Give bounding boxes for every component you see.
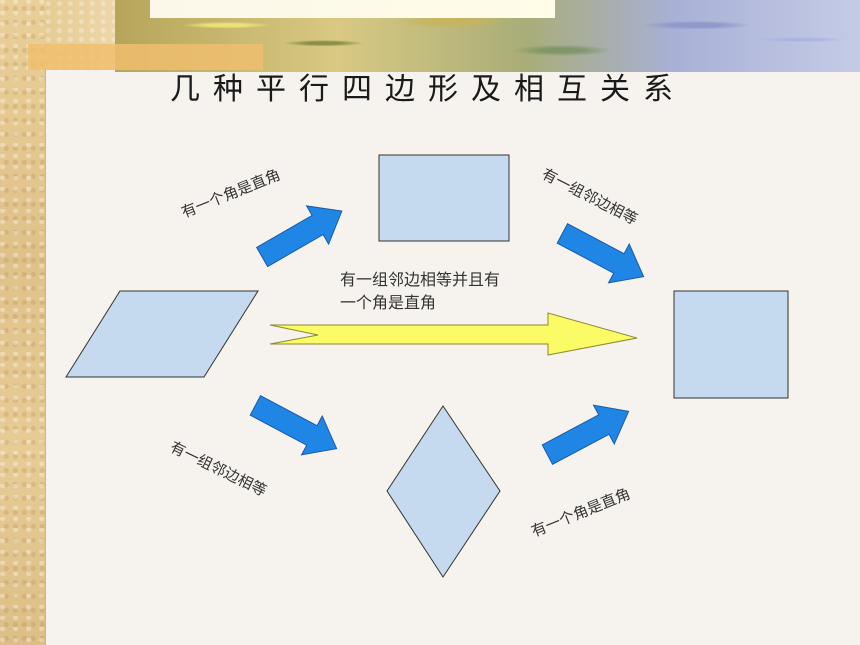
parallelogram-shape [65, 290, 259, 378]
slide-title: 几种平行四边形及相互关系 [170, 72, 686, 107]
arrow-rhombus-to-square [541, 404, 630, 465]
header-white-strip [150, 0, 555, 18]
sand-texture-band [0, 0, 46, 645]
arrow-parallelogram-to-rectangle [255, 205, 343, 268]
label-center-line1: 有一组邻边相等并且有 [340, 270, 501, 289]
rhombus-shape [386, 405, 501, 578]
square-shape [673, 290, 789, 399]
arrow-rectangle-to-square [556, 223, 645, 284]
arrow-parallelogram-to-rhombus [249, 395, 338, 456]
rectangle-shape [378, 154, 510, 242]
label-center-line2: 一个角是直角 [340, 293, 437, 312]
header-accent-bar [28, 44, 263, 70]
label-center: 有一组邻边相等并且有 一个角是直角 [340, 268, 560, 314]
arrow-parallelogram-to-square [269, 312, 638, 356]
